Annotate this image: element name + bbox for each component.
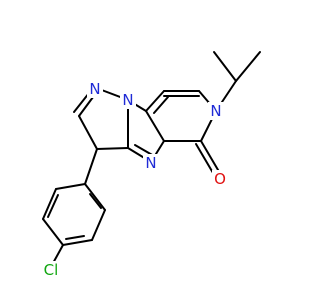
bond-aryl-inner-1: [89, 193, 102, 209]
bond-aryl-left: [42, 188, 57, 220]
bond-aryl-bottom-right: [62, 239, 93, 246]
bond-pyrazole-left-down: [78, 115, 98, 150]
atom-bg-n-pyrimidine: [143, 154, 159, 172]
atom-bg-n-bridge: [120, 91, 136, 109]
atom-n-pyridinone: N: [210, 102, 221, 120]
bond-aryl-right: [91, 209, 106, 241]
bond-aryl-top-right: [84, 183, 106, 211]
atom-o-carbonyl: O: [214, 170, 226, 188]
bond-ring-c-up-inner: [153, 96, 169, 114]
bond-carbonyl-double-a: [200, 140, 222, 176]
bond-aryl-inner-3: [47, 194, 59, 218]
bond-isopropyl-right-branch: [235, 51, 261, 82]
atom-bg-o-carbonyl: [212, 170, 228, 188]
bond-aryl-top-left: [55, 183, 86, 190]
atom-n-pyrazole-top: N: [89, 80, 100, 98]
atom-bg-n-pyrazole-top: [87, 80, 103, 98]
bond-ring-c-left: [145, 110, 165, 142]
atom-bg-n-pyridinone: [208, 102, 224, 120]
bond-aryl-bottom-left: [42, 218, 64, 246]
atom-n-pyrimidine: N: [145, 154, 156, 172]
atom-layer: N N N N O Cl: [38, 80, 228, 279]
bond-ring-c-up: [145, 90, 165, 112]
bond-pyrazole-bottom-to-bridge: [96, 147, 129, 150]
bond-aryl-inner-2: [65, 235, 85, 240]
bond-pyrazole-to-aryl: [84, 148, 98, 185]
atom-bg-chlorine: [38, 261, 64, 279]
bond-isopropyl-left-branch: [213, 51, 237, 82]
atom-n-bridge: N: [122, 91, 133, 109]
atom-chlorine: Cl: [44, 261, 59, 279]
molecule-structure: N N N N O Cl: [38, 51, 261, 279]
